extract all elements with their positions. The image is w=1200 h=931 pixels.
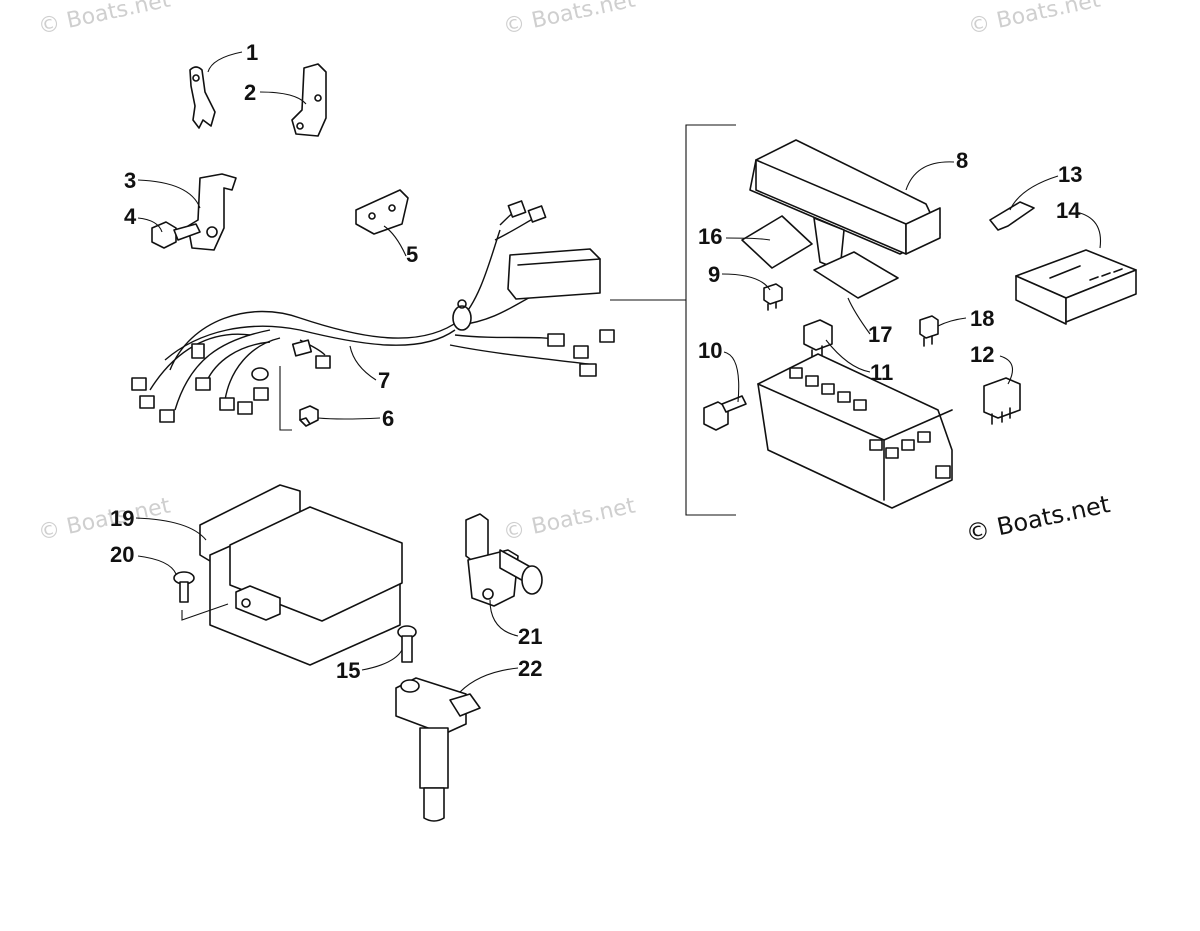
callout-12: 12 — [970, 342, 994, 367]
callout-17: 17 — [868, 322, 892, 347]
callout-22: 22 — [518, 656, 542, 681]
callout-2: 2 — [244, 80, 256, 105]
part-13-fuse-puller — [989, 201, 1035, 231]
part-19-ecu — [199, 484, 403, 666]
harness-bracket-line — [279, 366, 292, 431]
part-21-sensor — [465, 513, 543, 607]
callout-4: 4 — [124, 204, 137, 229]
part-18-fuse — [919, 315, 939, 347]
callout-21: 21 — [518, 624, 542, 649]
fuse-box-body — [757, 353, 953, 509]
callout-3: 3 — [124, 168, 136, 193]
watermark-top-right: © Boats.net — [966, 0, 1103, 40]
callout-16: 16 — [698, 224, 722, 249]
part-14-label-card — [1015, 249, 1137, 325]
part-5-plate — [355, 189, 409, 235]
part-7-wiring-harness — [131, 200, 615, 423]
part-8-fuse-box-cover — [749, 139, 941, 271]
callout-1: 1 — [246, 40, 258, 65]
watermark-top-left: © Boats.net — [36, 0, 173, 40]
brand-label: © Boats.net — [963, 490, 1112, 548]
callout-9: 9 — [708, 262, 720, 287]
callout-18: 18 — [970, 306, 994, 331]
part-2-bracket — [291, 63, 327, 137]
part-15-bolt — [397, 625, 417, 663]
callout-19: 19 — [110, 506, 134, 531]
part-22-ignition-coil — [395, 677, 481, 822]
part-10-bolt — [703, 395, 747, 431]
part-12-relay — [983, 377, 1021, 425]
callout-5: 5 — [406, 242, 418, 267]
fuse-box-group-bracket — [685, 124, 736, 516]
callout-7: 7 — [378, 368, 390, 393]
part-3-bracket-plate — [187, 173, 237, 251]
callout-14: 14 — [1056, 198, 1081, 223]
callout-13: 13 — [1058, 162, 1082, 187]
callout-11: 11 — [870, 360, 893, 385]
callout-20: 20 — [110, 542, 134, 567]
part-1-bracket — [189, 66, 216, 129]
callout-15: 15 — [336, 658, 360, 683]
callout-10: 10 — [698, 338, 722, 363]
ecu-bracket-line — [181, 603, 229, 621]
part-9-fuse — [763, 283, 783, 311]
watermark-mid-center: © Boats.net — [501, 493, 638, 545]
callout-6: 6 — [382, 406, 394, 431]
part-6-bolt — [299, 405, 319, 427]
watermark-top-center: © Boats.net — [501, 0, 638, 40]
part-17-label — [813, 251, 899, 299]
part-20-screw — [173, 571, 195, 603]
part-4-bolt — [151, 221, 201, 249]
part-16-label — [741, 215, 813, 269]
callout-leaders — [135, 51, 1102, 693]
callout-numbers: 1 2 3 4 5 6 7 8 9 10 11 12 13 14 15 16 1… — [110, 40, 1082, 683]
callout-8: 8 — [956, 148, 968, 173]
